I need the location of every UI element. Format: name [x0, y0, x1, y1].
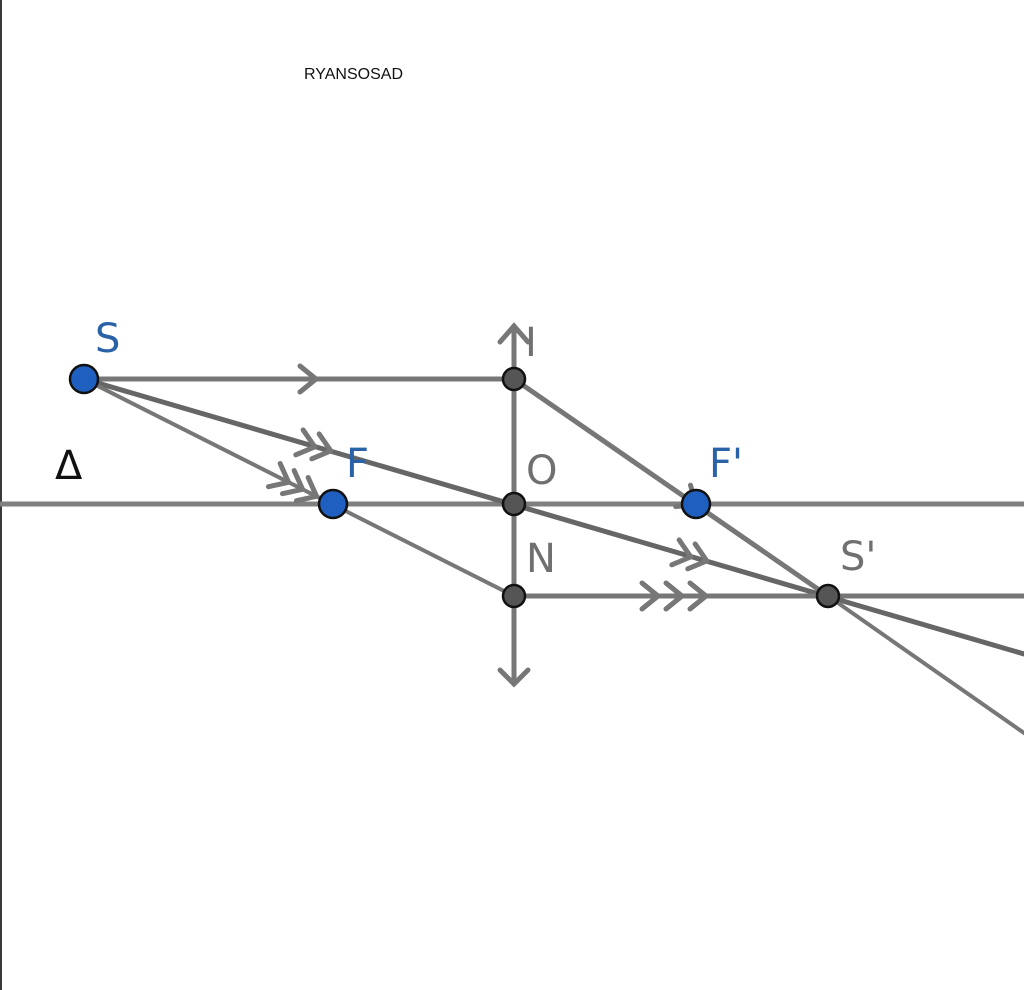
label-n: N — [526, 536, 556, 582]
point-f-focus — [317, 488, 349, 520]
ray-through-focus-incident — [82, 377, 516, 598]
point-i — [501, 366, 527, 392]
point-o-center — [501, 491, 527, 517]
ray-refracted-through-focus — [511, 376, 831, 599]
label-f: F — [346, 441, 369, 487]
label-axis-delta: Δ — [55, 443, 83, 489]
point-s-source — [68, 363, 100, 395]
ray-arrow-1 — [297, 363, 319, 395]
ray-arrow-3e — [663, 580, 685, 612]
page-left-border — [0, 0, 2, 990]
ray-through-center — [81, 376, 1024, 657]
watermark-text: RYANSOSAD — [304, 66, 403, 83]
ray-arrow-2a — [293, 427, 318, 458]
label-s-prime: S' — [840, 534, 876, 580]
diagram-labels: S Δ F F' I O N S' — [55, 316, 876, 582]
ray-arrow-3f — [687, 580, 709, 612]
label-i: I — [525, 320, 537, 366]
ray-direction-arrows — [265, 363, 710, 612]
ray-arrow-2d — [685, 541, 710, 572]
point-n — [501, 583, 527, 609]
label-f-prime: F' — [709, 441, 743, 487]
ray-refracted-extension — [826, 594, 1024, 735]
ray-arrow-3b — [279, 467, 306, 497]
ray-arrow-3d — [639, 580, 661, 612]
ray-arrow-2b — [309, 431, 334, 462]
point-f-prime-focus — [680, 488, 712, 520]
lens-top-arrowhead — [497, 322, 531, 345]
diagram-points — [68, 363, 841, 609]
point-s-prime-image — [815, 583, 841, 609]
ray-arrow-3a — [265, 460, 292, 490]
ray-arrow-2c — [669, 537, 694, 568]
label-s: S — [95, 316, 120, 362]
label-o: O — [526, 448, 557, 494]
light-rays — [81, 376, 1024, 735]
lens-bottom-arrowhead — [497, 667, 531, 688]
ray-arrow-3c — [293, 474, 320, 504]
